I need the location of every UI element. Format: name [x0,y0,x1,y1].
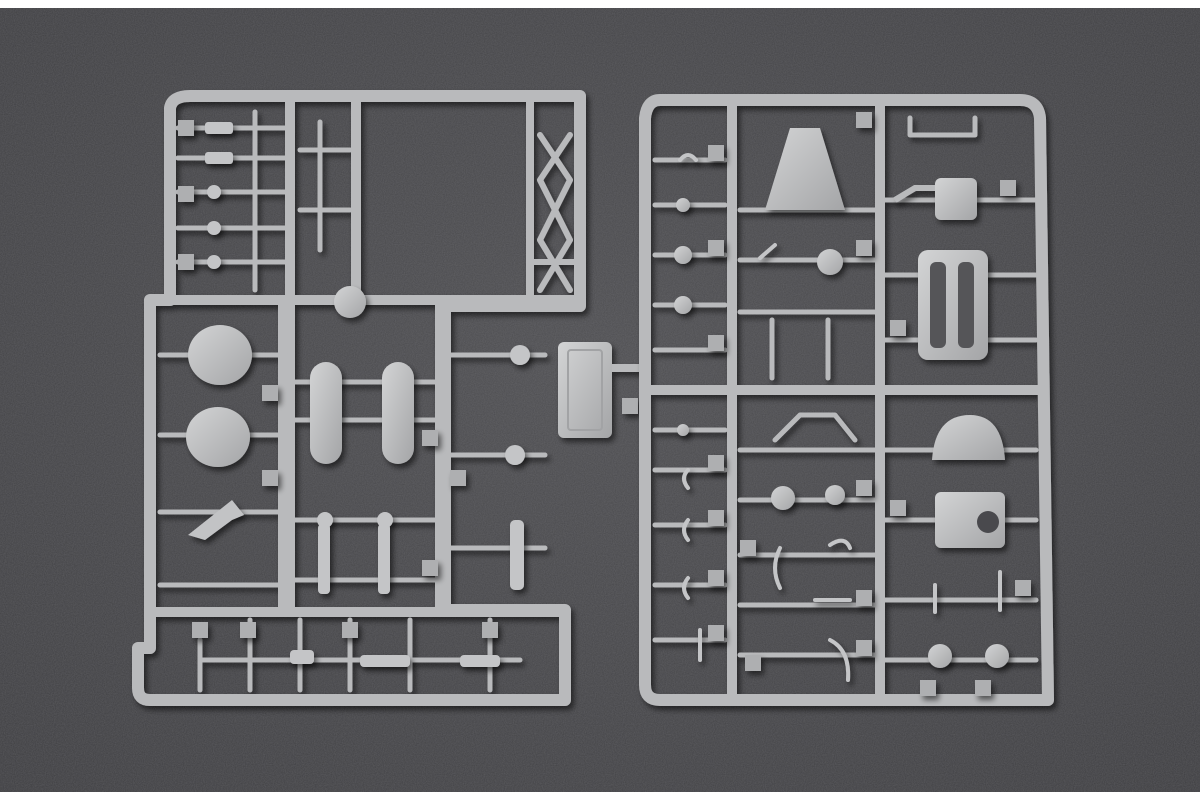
oval-plate [310,362,342,464]
trapezoid-plate [765,128,845,210]
disc-part [188,325,252,385]
tripod-part [188,500,244,540]
right-sprue-parts [674,112,1031,696]
dome-part [932,415,1005,460]
hole-box [935,492,1005,548]
right-sprue-frame [639,94,1054,706]
connector-block [558,342,640,438]
left-sprue-frame [132,90,586,706]
square-block [935,178,977,220]
left-sprue-parts [178,120,530,667]
slotted-frame [918,250,988,360]
disc-part [186,407,250,467]
hub-part [334,286,366,318]
oval-plate [382,362,414,464]
